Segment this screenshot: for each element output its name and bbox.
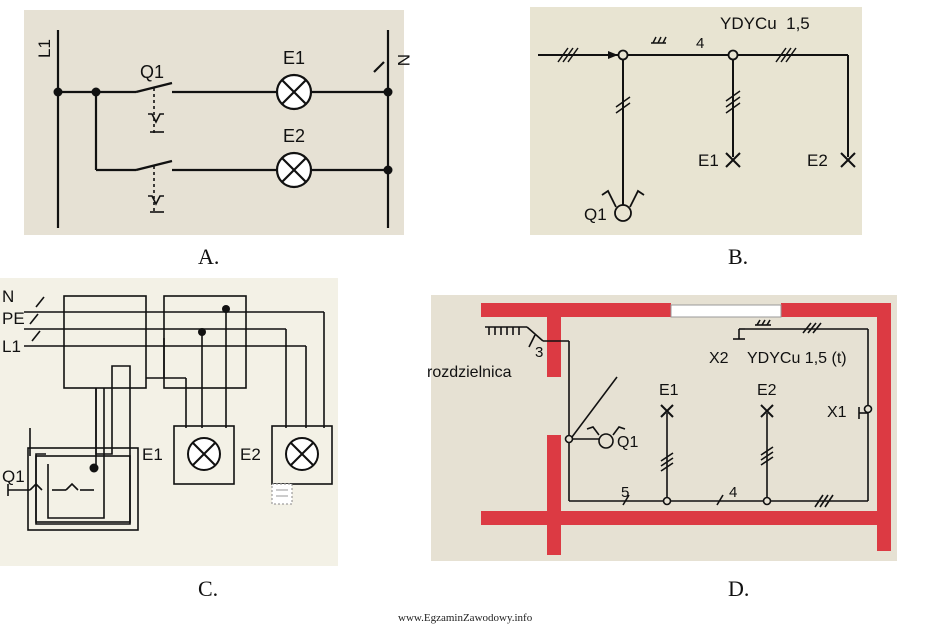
label-l1: L1: [2, 337, 21, 356]
label-cable: YDYCu 1,5 (t): [747, 350, 847, 367]
lamp-e1-icon: [187, 437, 221, 471]
label-q1: Q1: [140, 62, 164, 82]
label-q1: Q1: [617, 434, 638, 451]
label-e2: E2: [807, 151, 828, 170]
diagram-a-panel: L1 N Q1 E1 E2: [24, 10, 413, 235]
label-e1: E1: [142, 445, 163, 464]
broken-image-icon: [271, 483, 293, 505]
label-5: 5: [621, 484, 629, 501]
lamp-e2-icon: [760, 404, 774, 418]
label-q1: Q1: [2, 467, 25, 486]
label-e2: E2: [240, 445, 261, 464]
caption-c: C.: [198, 576, 219, 601]
diagram-c-svg: N PE L1 E1 E2 Q1: [2, 287, 333, 531]
label-x1: X1: [827, 404, 847, 421]
label-e1: E1: [283, 48, 305, 68]
label-4: 4: [729, 484, 737, 501]
caption-b: B.: [728, 244, 749, 269]
label-e1: E1: [698, 151, 719, 170]
label-e2: E2: [283, 126, 305, 146]
window: [670, 304, 782, 318]
label-cable: YDYCu 1,5: [720, 14, 810, 33]
label-e2: E2: [757, 382, 777, 399]
diagram-a-svg: L1 N Q1 E1 E2: [35, 30, 413, 228]
diagram-c-panel: N PE L1 E1 E2 Q1: [0, 278, 338, 566]
lamp-e1-icon: [660, 404, 674, 418]
lamp-e2-icon: [285, 437, 319, 471]
label-3: 3: [535, 344, 543, 361]
footer-site: www.EgzaminZawodowy.info: [398, 612, 533, 624]
label-4: 4: [696, 35, 704, 52]
label-q1: Q1: [584, 205, 607, 224]
lamp-e2-icon: [840, 152, 856, 168]
lamp-e2-icon: [275, 151, 313, 189]
label-pe: PE: [2, 309, 25, 328]
diagram-b-svg: YDYCu 1,5 4 E1 E2 Q1: [538, 14, 856, 224]
label-n: N: [394, 54, 413, 66]
label-n: N: [2, 287, 14, 306]
label-distribution: rozdzielnica: [427, 364, 512, 381]
caption-a: A.: [198, 244, 220, 269]
label-l1: L1: [35, 39, 54, 58]
label-x2: X2: [709, 350, 729, 367]
lamp-e1-icon: [275, 73, 313, 111]
diagram-b-panel: YDYCu 1,5 4 E1 E2 Q1: [530, 7, 862, 235]
label-e1: E1: [659, 382, 679, 399]
lamp-e1-icon: [725, 152, 741, 168]
diagram-d-svg: rozdzielnica 3 X2 YDYCu 1,5 (t) E1 E2 X1…: [427, 303, 891, 555]
room-walls: [481, 303, 891, 555]
caption-d: D.: [728, 576, 750, 601]
diagram-d-panel: rozdzielnica 3 X2 YDYCu 1,5 (t) E1 E2 X1…: [427, 295, 897, 561]
